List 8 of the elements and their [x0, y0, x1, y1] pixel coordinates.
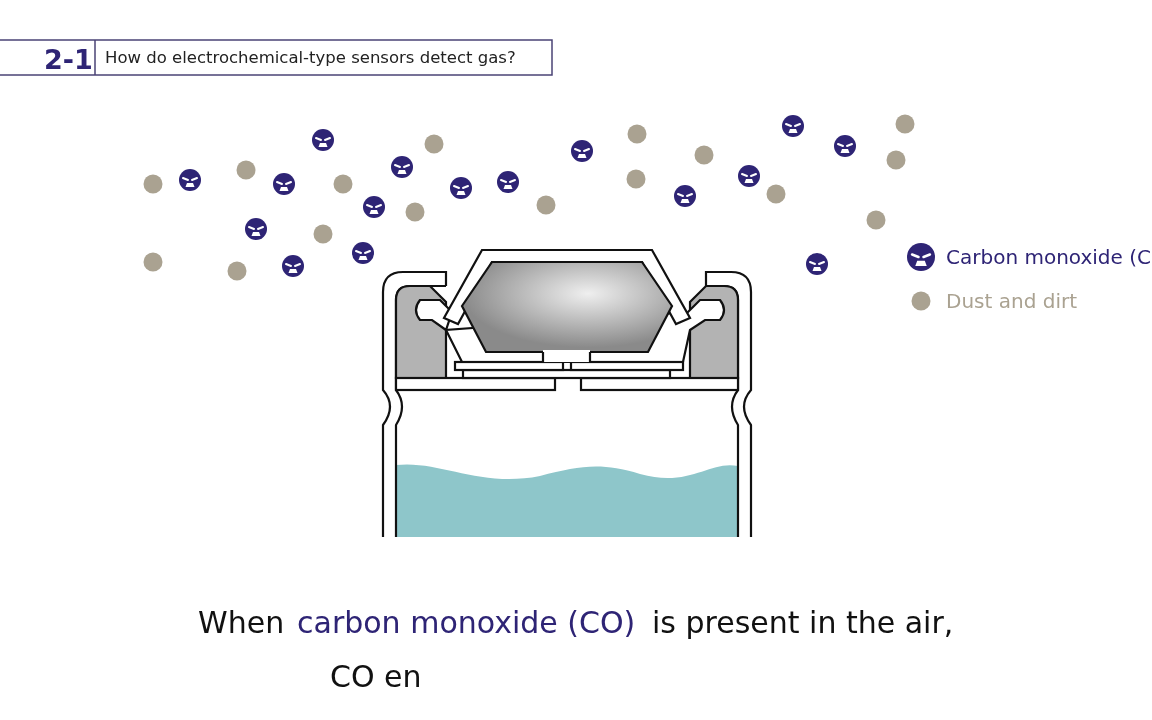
caption-text: CO en: [330, 658, 422, 696]
caption-highlight: carbon monoxide (CO): [297, 604, 636, 642]
legend-label: Dust and dirt: [946, 288, 1077, 315]
legend-label: Carbon monoxide (C: [946, 244, 1151, 271]
caption-text: When: [198, 604, 285, 642]
section-number: 2-1: [44, 43, 93, 77]
header-title: How do electrochemical-type sensors detect gas?: [105, 47, 516, 69]
caption-text: is present in the air,: [652, 604, 954, 642]
